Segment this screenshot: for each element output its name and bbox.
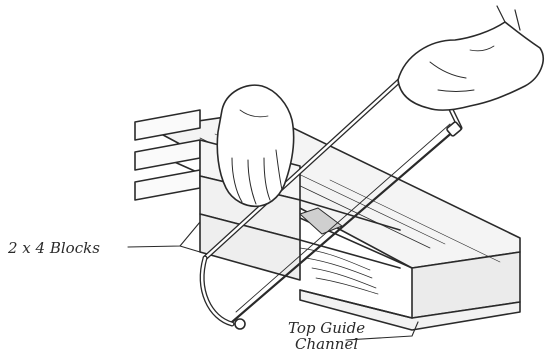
channel-callout-line-2: Channel <box>288 336 365 352</box>
left-hand <box>217 85 293 206</box>
channel-callout-line-1: Top Guide <box>288 320 365 336</box>
blocks-callout-label: 2 x 4 Blocks <box>8 240 100 256</box>
channel-callout-label: Top Guide Channel <box>288 320 365 352</box>
right-hand <box>398 6 543 110</box>
